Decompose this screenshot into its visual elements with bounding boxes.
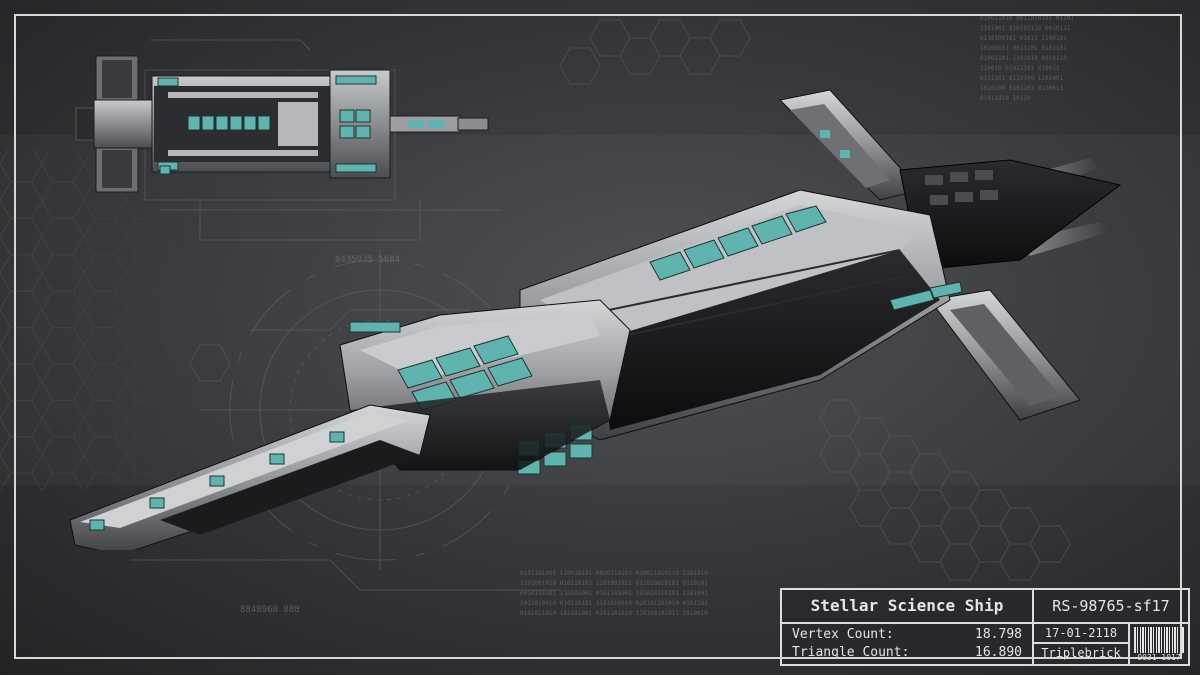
svg-text:01011010 10110: 01011010 10110 [980,95,1031,102]
svg-text:8848960 880: 8848960 880 [240,605,300,615]
svg-text:0010110101 110101001 010110100: 0010110101 110101001 0101101001 10101011… [520,590,708,597]
barcode: 9031 1017 [1130,624,1188,664]
vertex-label: Vertex Count: [792,627,894,642]
barcode-icon [1134,627,1184,653]
ship-stats: Vertex Count: 18.798 Triangle Count: 16.… [782,624,1034,664]
triangle-value: 16.890 [975,645,1022,660]
svg-text:10100101 0011101 0101101: 10100101 0011101 0101101 [980,45,1067,52]
triangle-row: Triangle Count: 16.890 [792,644,1022,662]
svg-text:0110100101 01011 1100101: 0110100101 01011 1100101 [980,35,1067,42]
svg-text:01001101 1101010 0010110: 01001101 1101010 0010110 [980,55,1067,62]
ship-render [69,89,1122,550]
ship-info-card: Stellar Science Ship RS-98765-sf17 Verte… [780,588,1190,666]
svg-text:1101001010 010110101 110100101: 1101001010 010110101 1101001011 01101001… [520,580,708,587]
ship-author: Triplebrick [1034,644,1130,664]
svg-text:0101101001 110010101 001011010: 0101101001 110010101 0010110101 01001101… [520,570,708,577]
ship-date: 17-01-2118 [1034,624,1130,644]
ship-top-view [75,55,489,193]
barcode-number: 9031 1017 [1137,653,1181,662]
triangle-label: Triangle Count: [792,645,910,660]
ship-title: Stellar Science Ship [782,590,1034,624]
svg-text:110010 01011101 010011: 110010 01011101 010011 [980,65,1060,72]
svg-text:1101001 010101110 0010111: 1101001 010101110 0010111 [980,25,1071,32]
vertex-row: Vertex Count: 18.798 [792,626,1022,644]
svg-text:0101101 0110100 1101001: 0101101 0110100 1101001 [980,75,1063,82]
vertex-value: 18.798 [975,627,1022,642]
svg-text:1010100 0101101 0110011: 1010100 0101101 0110011 [980,85,1063,92]
svg-text:0101011010 101101001 010110101: 0101011010 101101001 0101101010 11010010… [520,610,708,617]
svg-text:1011010010 010110101 110101001: 1011010010 010110101 1101010010 01010110… [520,600,708,607]
svg-text:010011010 0011010101 01101: 010011010 0011010101 01101 [980,15,1074,22]
svg-text:0435935 5684: 0435935 5684 [335,255,400,265]
ship-code: RS-98765-sf17 [1034,590,1188,624]
